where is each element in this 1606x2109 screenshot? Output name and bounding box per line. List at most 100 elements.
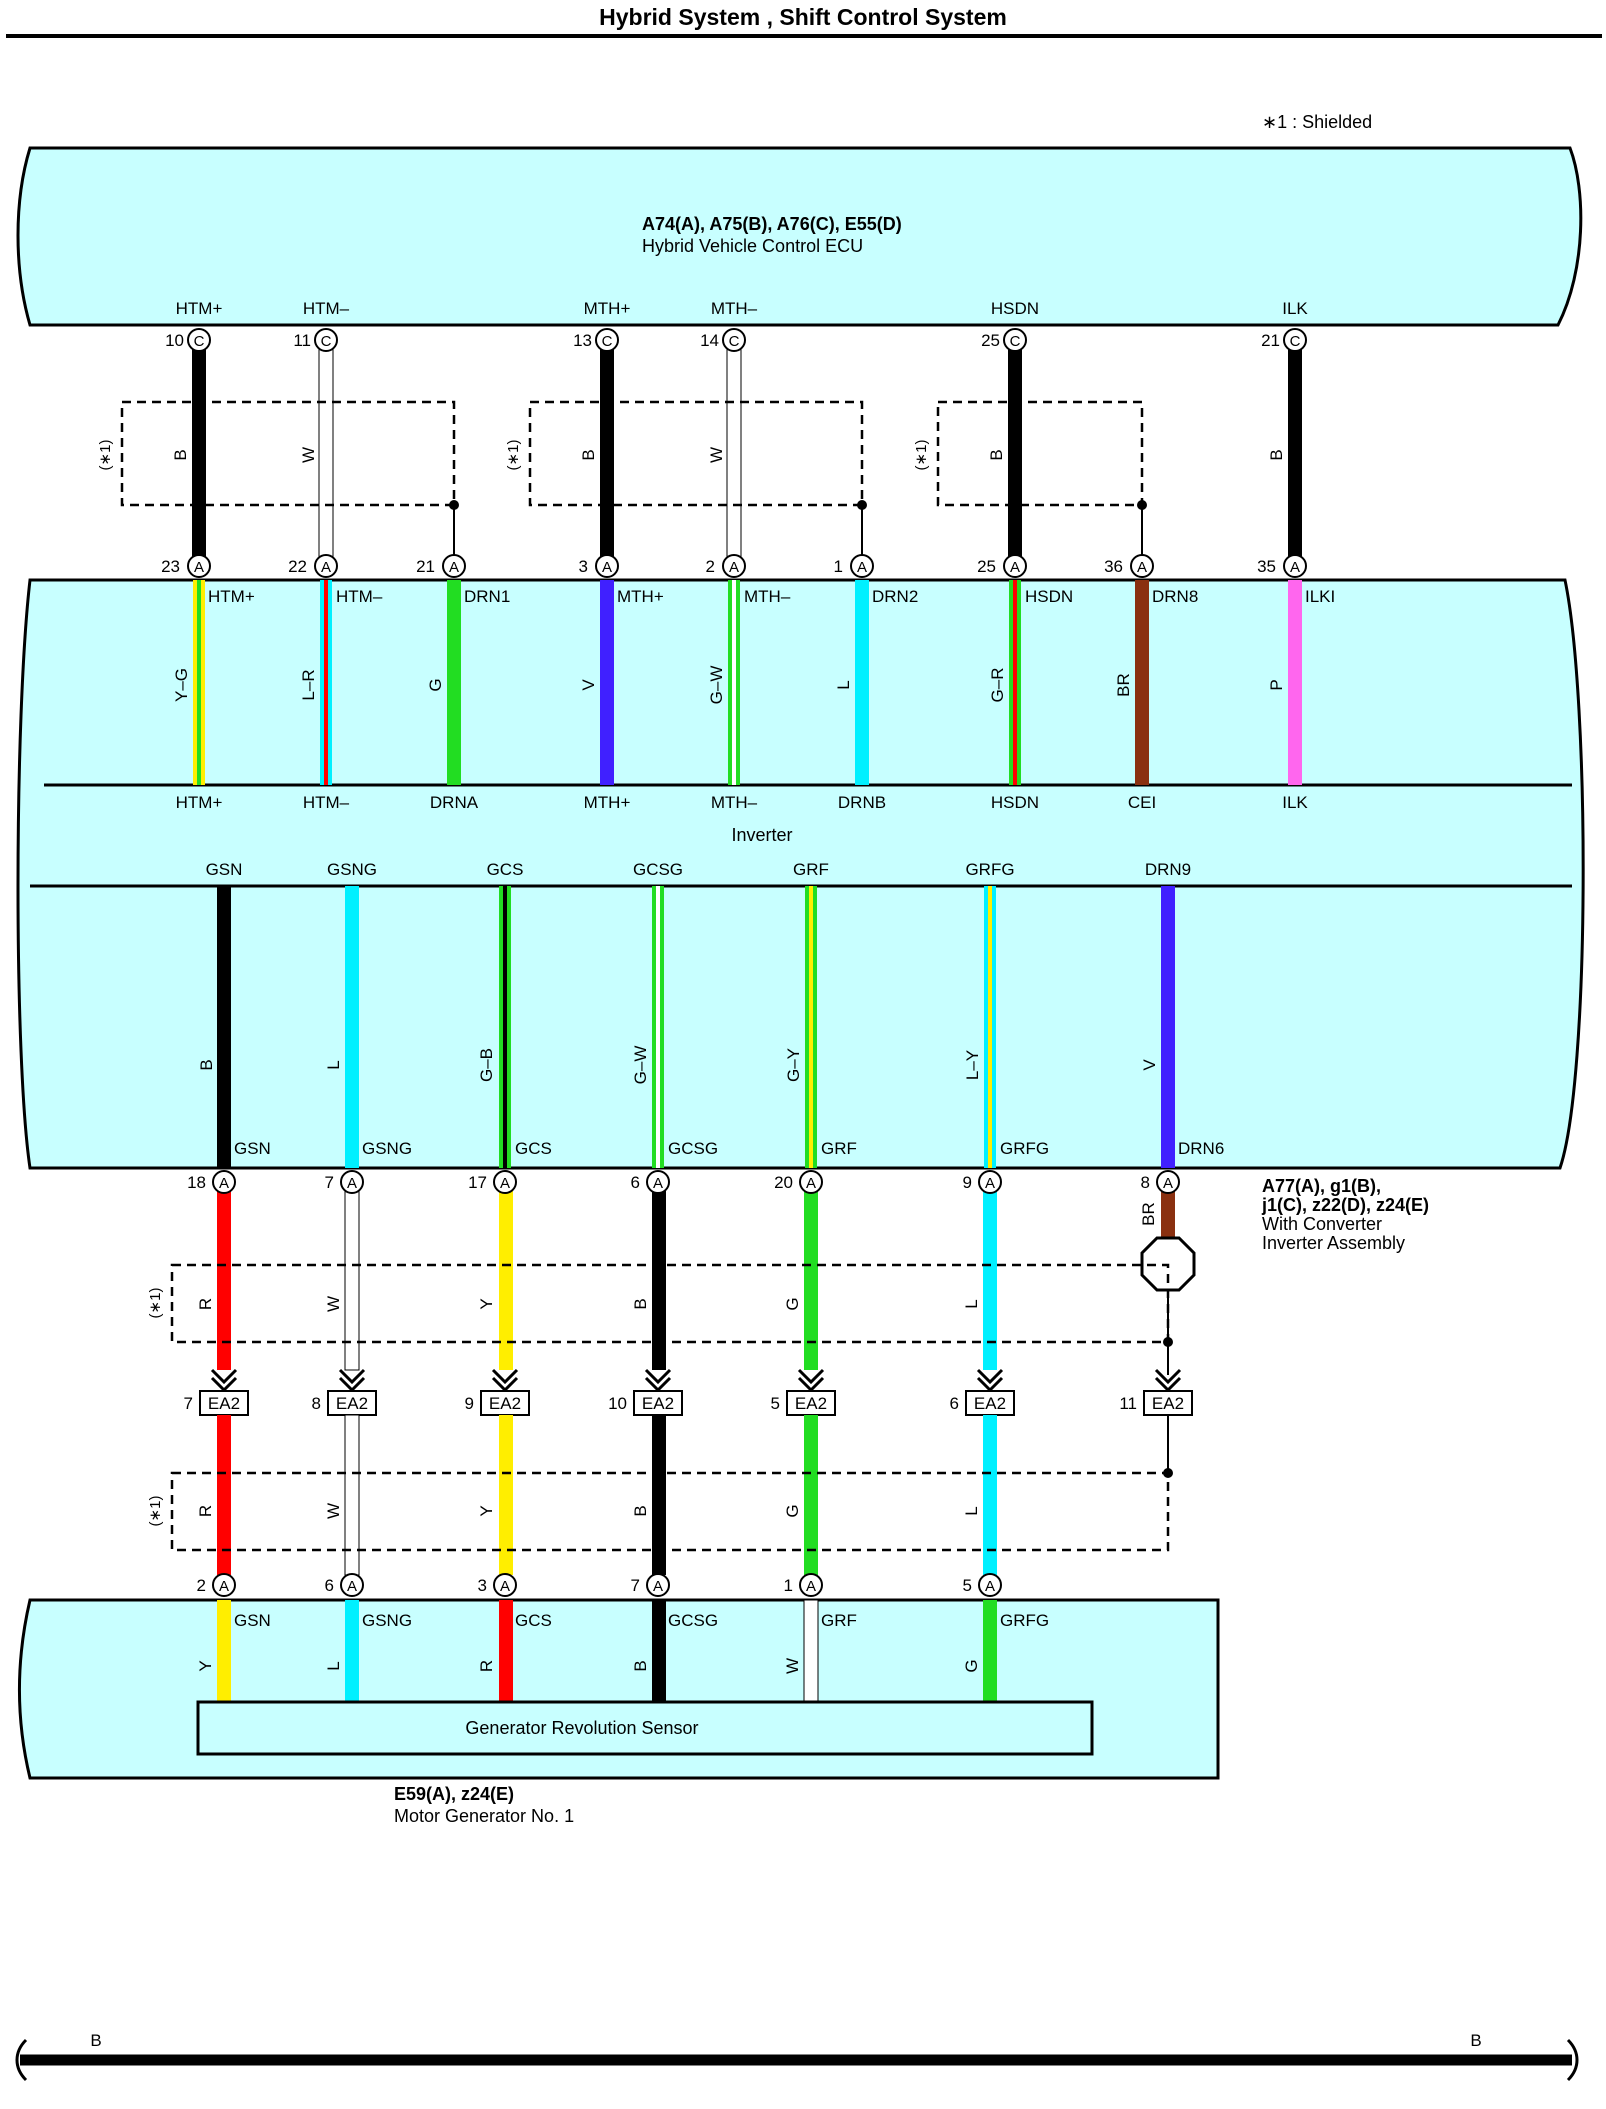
- chevron-down-icon: [210, 1368, 238, 1393]
- pin-circle: [212, 1170, 236, 1194]
- wire-b: [600, 349, 614, 563]
- pin-number: 14: [700, 331, 719, 350]
- wire-color-label: G: [783, 1504, 802, 1517]
- pin-conn-letter: A: [1010, 559, 1020, 576]
- pin-conn-letter: C: [321, 333, 332, 350]
- pin-conn-letter: C: [1290, 333, 1301, 350]
- ecu-pin-label: HTM–: [303, 299, 350, 318]
- terminal-label: GSN: [234, 1139, 271, 1158]
- lower-wires: [217, 1189, 1175, 1371]
- splice-point: [1137, 500, 1147, 510]
- pin-circle: [493, 1573, 517, 1597]
- shield-tag: (∗1): [97, 440, 114, 471]
- upper-wire-colors: B W B W B B: [171, 447, 1286, 463]
- shield-box: [120, 400, 456, 507]
- wire-stripe: [988, 886, 992, 1168]
- ea2-label: EA2: [336, 1394, 368, 1413]
- chevron-down-icon: [338, 1368, 366, 1393]
- terminal-label: GCSG: [668, 1611, 718, 1630]
- terminal-label: MTH–: [711, 793, 758, 812]
- shield-tag: (∗1): [913, 440, 930, 471]
- mg-name: Motor Generator No. 1: [394, 1806, 574, 1826]
- shield-tag: (∗1): [147, 1288, 164, 1319]
- wire-w: [726, 348, 742, 564]
- pin-conn-letter: A: [985, 1578, 995, 1595]
- pin-circle: [314, 554, 338, 578]
- wire-color-label: V: [579, 679, 598, 691]
- inverter-top-labels: HTM+ HTM– DRN1 MTH+ MTH– DRN2 HSDN DRN8 …: [208, 587, 1335, 606]
- wire-y: [499, 1415, 513, 1575]
- shield-box: [170, 1263, 1170, 1344]
- ea2-box: [786, 1390, 836, 1416]
- ecu-name: Hybrid Vehicle Control ECU: [642, 236, 863, 256]
- terminal-label: HTM+: [176, 793, 223, 812]
- wire-color-label: V: [1140, 1059, 1159, 1071]
- shield-tag: (∗1): [505, 440, 522, 471]
- ea2-label: EA2: [1152, 1394, 1184, 1413]
- wire-stripe: [732, 580, 736, 785]
- wire-color-label: Y–G: [172, 668, 191, 702]
- terminal-label: GSNG: [327, 860, 377, 879]
- wire-b: [652, 1190, 666, 1370]
- terminal-label: DRN2: [872, 587, 918, 606]
- wire-color-label: Y: [477, 1298, 496, 1309]
- pin-circle: [1283, 328, 1307, 352]
- pin-conn-letter: A: [806, 1175, 816, 1192]
- pin-circle: [850, 554, 874, 578]
- terminal-label: MTH+: [584, 793, 631, 812]
- pin-number: 7: [325, 1173, 334, 1192]
- wire-color-label: L: [834, 680, 853, 689]
- chevron-down-icon: [797, 1368, 825, 1393]
- wire-b: [1288, 349, 1302, 563]
- pin-circle: [1130, 554, 1154, 578]
- wire-y: [499, 1190, 513, 1370]
- pin-circle: [799, 1170, 823, 1194]
- pin-number: 18: [187, 1173, 206, 1192]
- pin-conn-letter: A: [500, 1175, 510, 1192]
- converter-codes: j1(C), z22(D), z24(E): [1261, 1195, 1429, 1215]
- terminal-label: DRNA: [430, 793, 479, 812]
- terminal-label: HSDN: [991, 793, 1039, 812]
- pin-circle: [1003, 328, 1027, 352]
- terminal-label: GCS: [515, 1611, 552, 1630]
- terminal-label: GSN: [234, 1611, 271, 1630]
- terminal-label: GSNG: [362, 1611, 412, 1630]
- inverter-top-pins: A A A A A A A A A 23 22 21 3 2 1 25 36 3…: [161, 554, 1307, 578]
- mg-terminal-labels: GSN GSNG GCS GCSG GRF GRFG: [234, 1611, 1049, 1630]
- pin-number: 9: [465, 1394, 474, 1413]
- wire-stripe: [809, 886, 813, 1168]
- pin-conn-letter: A: [985, 1175, 995, 1192]
- terminal-label: GRFG: [1000, 1139, 1049, 1158]
- wire-l: [345, 886, 359, 1168]
- converter-label: A77(A), g1(B), j1(C), z22(D), z24(E) Wit…: [1261, 1176, 1429, 1253]
- wire-g: [447, 580, 461, 785]
- page-title: Hybrid System , Shift Control System: [599, 4, 1007, 30]
- mg-codes: E59(A), z24(E): [394, 1784, 514, 1804]
- pin-circle: [799, 1573, 823, 1597]
- shield-note: ∗1 : Shielded: [1262, 112, 1372, 132]
- pin-number: 2: [197, 1576, 206, 1595]
- ecu-pin-labels: HTM+ HTM– MTH+ MTH– HSDN ILK: [176, 299, 1309, 318]
- pin-conn-letter: C: [194, 333, 205, 350]
- pin-conn-letter: A: [500, 1578, 510, 1595]
- wire-color-label: R: [477, 1660, 496, 1672]
- wire-color-label: Y: [477, 1505, 496, 1516]
- sensor-box: [196, 1700, 1094, 1756]
- terminal-label: DRN6: [1178, 1139, 1224, 1158]
- ea2-labels: EA2 EA2 EA2 EA2 EA2 EA2 EA2 7 8 9 10 5 6…: [184, 1394, 1185, 1413]
- inverter-top-wires: [193, 580, 1302, 785]
- terminal-label: GRFG: [1000, 1611, 1049, 1630]
- pin-conn-letter: A: [806, 1578, 816, 1595]
- wire-b: [192, 349, 206, 563]
- wire-color-label: R: [196, 1298, 215, 1310]
- pin-conn-letter: A: [1290, 559, 1300, 576]
- ea2-box: [1143, 1390, 1193, 1416]
- pin-circle: [595, 328, 619, 352]
- pin-number: 1: [834, 557, 843, 576]
- pin-circle: [340, 1170, 364, 1194]
- wire-br: [1161, 1190, 1175, 1238]
- pin-circle: [722, 554, 746, 578]
- mg-inner-wires: [217, 1599, 997, 1703]
- wire-y: [217, 1600, 231, 1702]
- pin-number: 5: [963, 1576, 972, 1595]
